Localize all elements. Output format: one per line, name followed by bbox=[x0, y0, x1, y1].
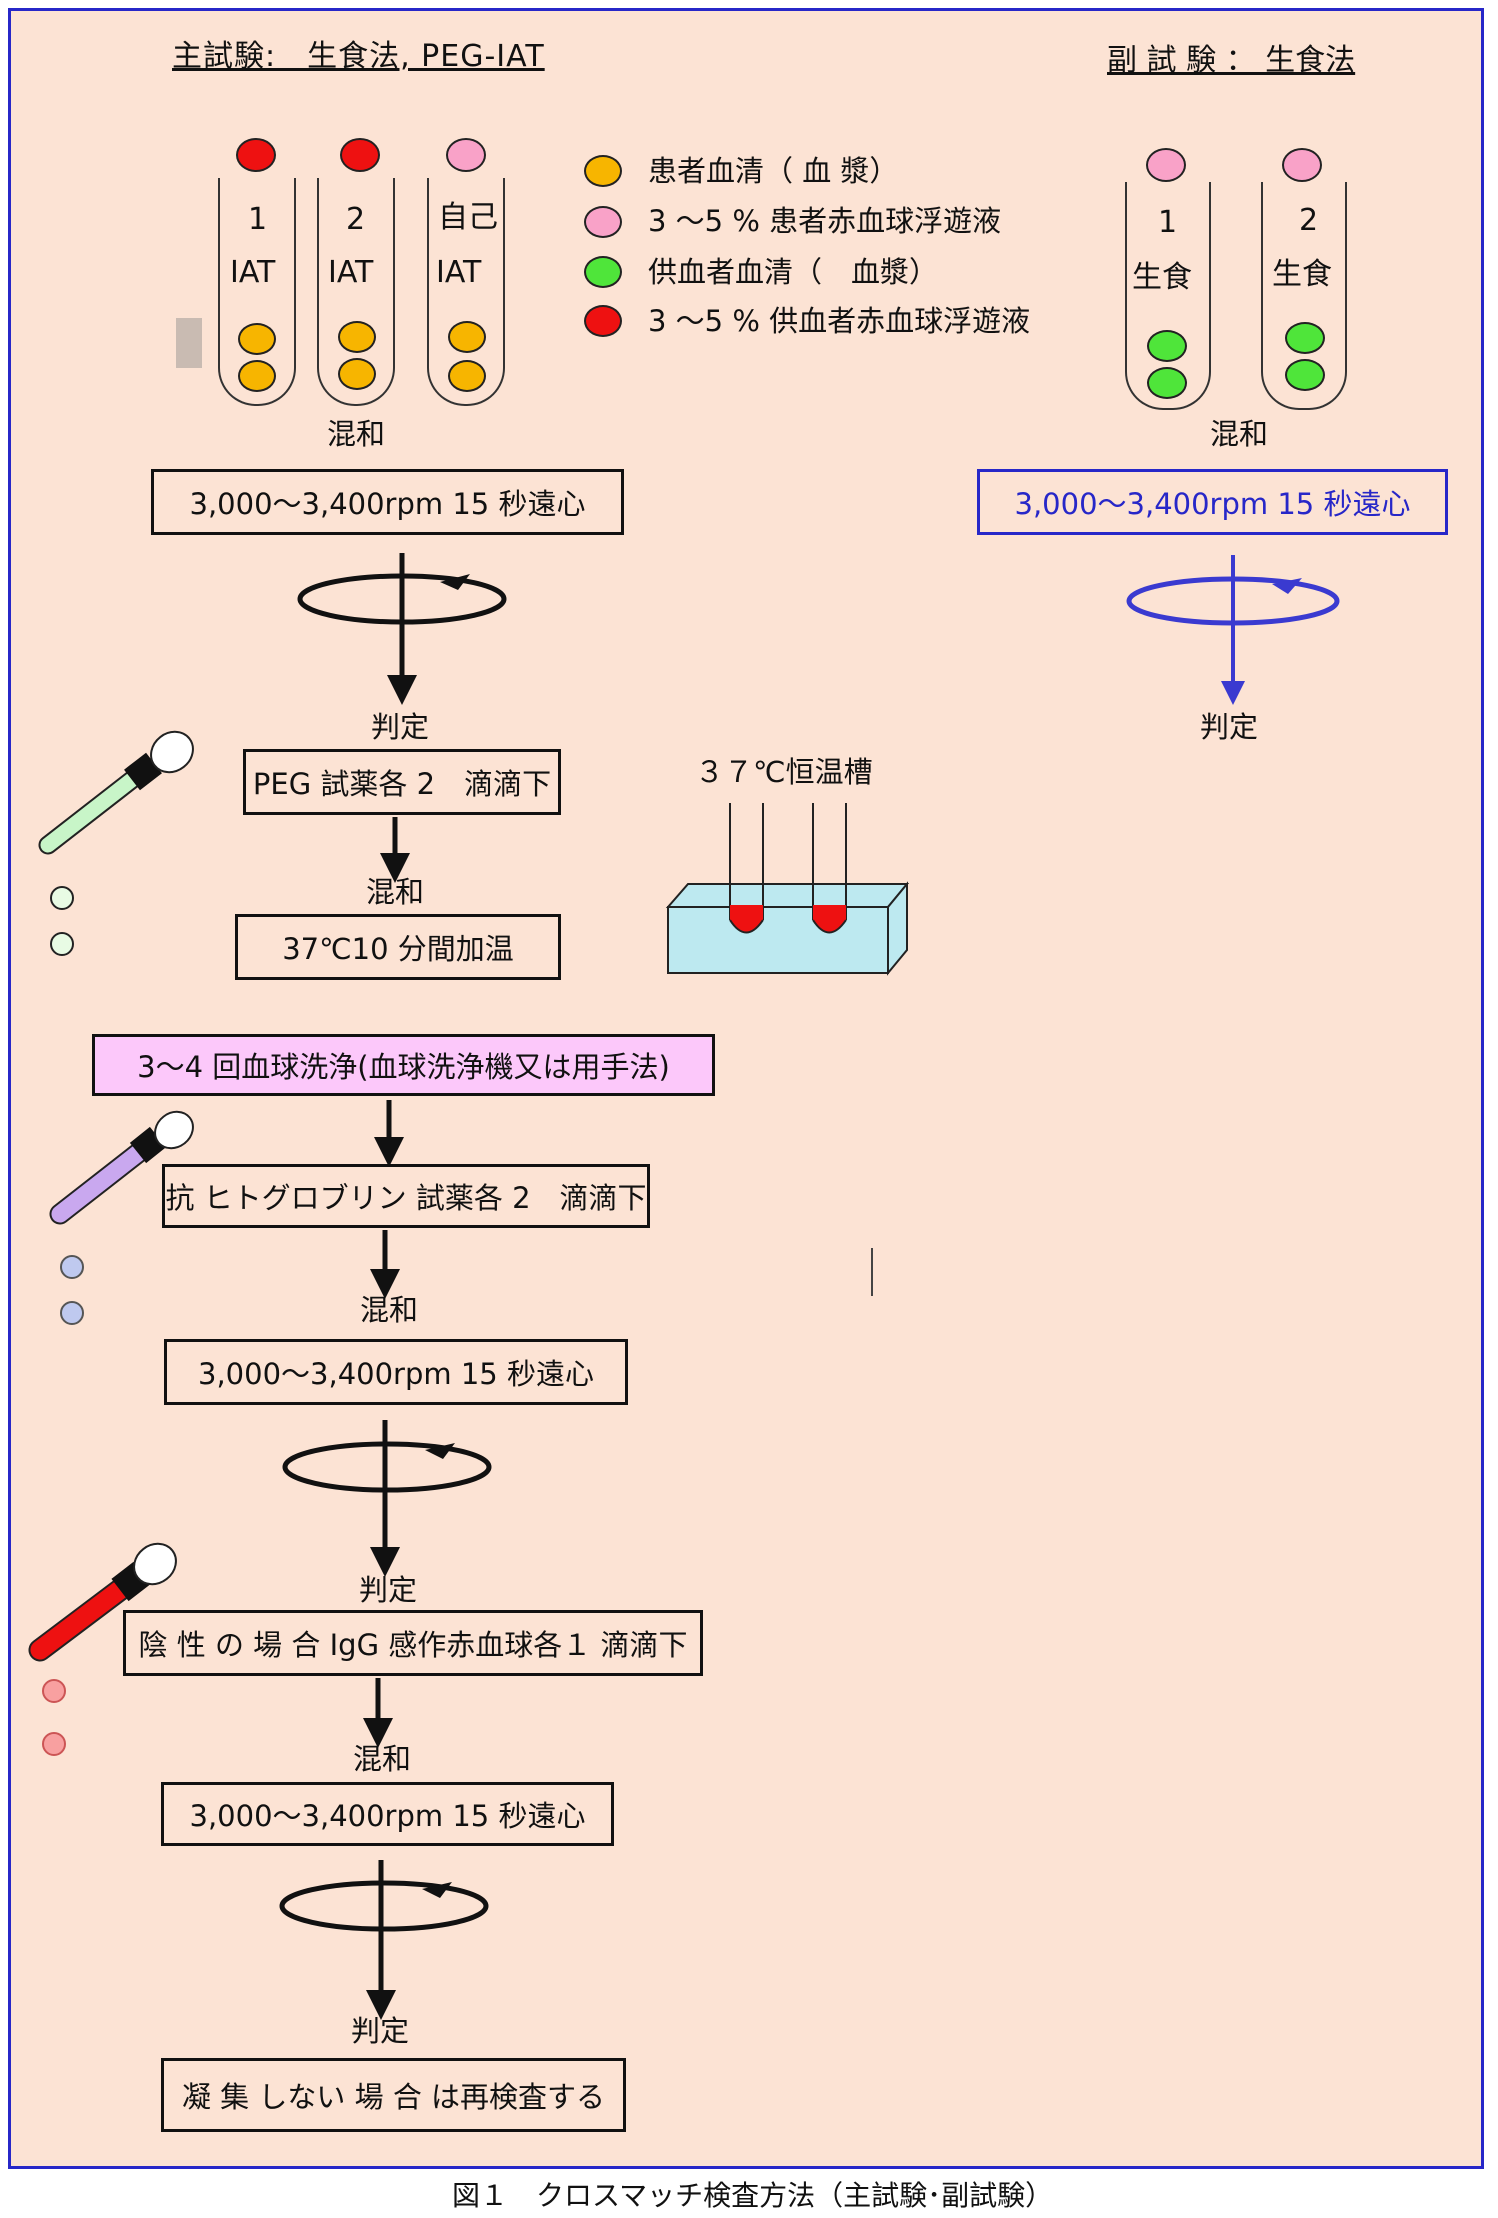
figure-caption: 図１ クロスマッチ検査方法（主試験･副試験） bbox=[452, 2179, 1054, 2212]
mix-label: 混和 bbox=[353, 1742, 412, 1776]
donor-serum-drop bbox=[1285, 322, 1325, 354]
legend-label: 3 ～5 % 供血者赤血球浮遊液 bbox=[648, 304, 1031, 338]
test-tube-auto-iat bbox=[427, 178, 505, 406]
legend-swatch bbox=[584, 206, 622, 238]
main-test-header: 主試験: 生食法, PEG-IAT bbox=[172, 39, 545, 74]
sub-test-header: 副 試 験 ： 生食法 bbox=[1107, 43, 1356, 78]
tube-label: 1 bbox=[1158, 205, 1178, 240]
tube-label: 2 bbox=[1299, 203, 1319, 238]
tube-label: IAT bbox=[328, 255, 374, 290]
legend-label: 患者血清（ 血 漿） bbox=[648, 154, 899, 188]
patient-cell-drop bbox=[1146, 148, 1186, 182]
test-tube-1-iat bbox=[218, 178, 296, 406]
donor-cell-drop bbox=[236, 138, 276, 172]
donor-cell-drop bbox=[340, 138, 380, 172]
rotation-icon bbox=[282, 1420, 492, 1577]
patient-serum-drop bbox=[238, 360, 276, 392]
judge-label: 判定 bbox=[359, 1573, 418, 1607]
water-bath-icon bbox=[665, 803, 910, 976]
ahg-reagent-step-box: 抗 ヒトグロブリン 試薬各 2 滴滴下 bbox=[162, 1164, 650, 1228]
tube-label: 自己 bbox=[438, 200, 498, 235]
warm-step-box: 37℃10 分間加温 bbox=[235, 914, 561, 980]
mix-label: 混和 bbox=[360, 1293, 419, 1327]
donor-serum-drop bbox=[1147, 330, 1187, 362]
igg-cells-step-box: 陰 性 の 場 合 IgG 感作赤血球各１ 滴滴下 bbox=[123, 1610, 703, 1676]
patient-serum-drop bbox=[338, 358, 376, 390]
green-pipette-icon bbox=[38, 730, 194, 855]
centrifuge-step-box: 3,000～3,400rpm 15 秒遠心 bbox=[164, 1339, 628, 1405]
judge-label: 判定 bbox=[1200, 710, 1259, 744]
drop-icon bbox=[50, 932, 74, 956]
drop-icon bbox=[60, 1255, 84, 1279]
patient-serum-drop bbox=[338, 321, 376, 353]
decorative-block bbox=[176, 318, 202, 368]
drop-icon bbox=[42, 1679, 66, 1703]
water-bath-label: ３７℃恒温槽 bbox=[695, 755, 873, 789]
peg-reagent-step-box: PEG 試薬各 2 滴滴下 bbox=[243, 749, 561, 815]
legend-label: 3 ～5 % 患者赤血球浮遊液 bbox=[648, 204, 1002, 238]
tube-label: 生食 bbox=[1272, 257, 1332, 292]
drop-icon bbox=[60, 1301, 84, 1325]
patient-cell-drop bbox=[446, 138, 486, 172]
wash-step-box: 3～4 回血球洗浄(血球洗浄機又は用手法) bbox=[92, 1034, 715, 1096]
patient-serum-drop bbox=[238, 323, 276, 355]
drop-icon bbox=[42, 1732, 66, 1756]
patient-serum-drop bbox=[448, 321, 486, 353]
tube-label: 1 bbox=[248, 202, 268, 237]
patient-serum-drop bbox=[448, 360, 486, 392]
purple-pipette-icon bbox=[49, 1110, 194, 1225]
test-tube-1-saline bbox=[1125, 182, 1211, 410]
rotation-icon bbox=[279, 1860, 489, 2020]
tube-label: 2 bbox=[346, 202, 366, 237]
judge-label: 判定 bbox=[351, 2014, 410, 2048]
centrifuge-step-box: 3,000～3,400rpm 15 秒遠心 bbox=[161, 1782, 614, 1846]
sub-centrifuge-step-box: 3,000～3,400rpm 15 秒遠心 bbox=[977, 469, 1448, 535]
donor-serum-drop bbox=[1285, 359, 1325, 391]
rotation-icon bbox=[297, 553, 507, 705]
legend-swatch bbox=[584, 155, 622, 187]
donor-serum-drop bbox=[1147, 367, 1187, 399]
legend-swatch bbox=[584, 256, 622, 288]
tube-label: IAT bbox=[230, 255, 276, 290]
patient-cell-drop bbox=[1282, 148, 1322, 182]
red-pipette-icon bbox=[28, 1542, 177, 1662]
mix-label: 混和 bbox=[1210, 417, 1269, 451]
rotation-icon bbox=[1126, 555, 1340, 705]
test-tube-2-saline bbox=[1261, 182, 1347, 410]
final-step-box: 凝 集 しない 場 合 は再検査する bbox=[161, 2058, 626, 2132]
mix-label: 混和 bbox=[327, 417, 386, 451]
test-tube-2-iat bbox=[317, 178, 395, 406]
tube-label: 生食 bbox=[1132, 260, 1192, 295]
tube-label: IAT bbox=[436, 255, 482, 290]
judge-label: 判定 bbox=[371, 710, 430, 744]
drop-icon bbox=[50, 886, 74, 910]
centrifuge-step-box: 3,000～3,400rpm 15 秒遠心 bbox=[151, 469, 624, 535]
legend-swatch bbox=[584, 305, 622, 337]
legend-label: 供血者血清（ 血漿） bbox=[648, 255, 939, 289]
